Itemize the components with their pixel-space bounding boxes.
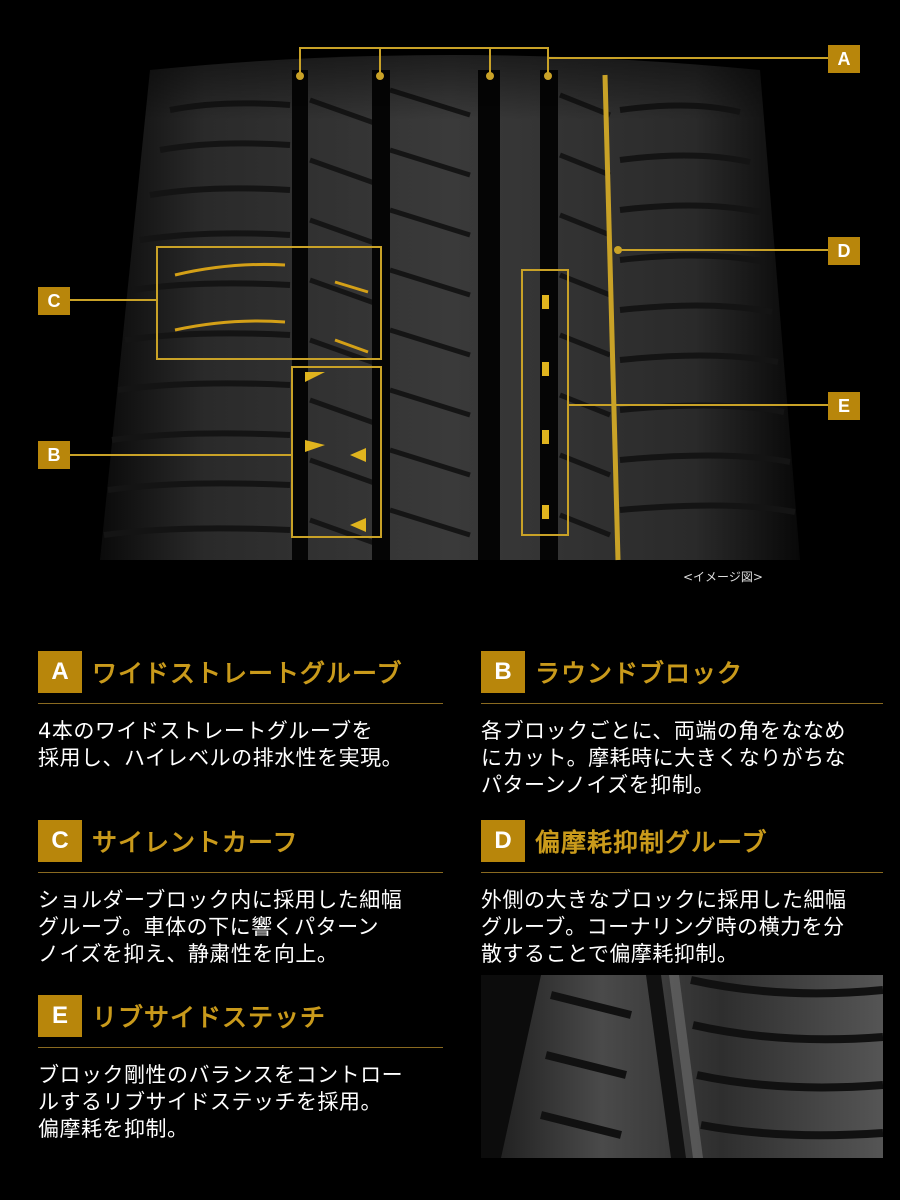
feature-b: B ラウンドブロック 各ブロックごとに、両端の角をななめ にカット。摩耗時に大き… xyxy=(481,651,883,799)
image-caption: <イメージ図> xyxy=(683,570,763,584)
feature-a-text: 4本のワイドストレートグルーブを 採用し、ハイレベルの排水性を実現。 xyxy=(38,719,404,770)
feature-d-title: 偏摩耗抑制グルーブ xyxy=(535,828,768,857)
badge-e: E xyxy=(38,995,82,1037)
divider xyxy=(481,872,883,873)
feature-d-text: 外側の大きなブロックに採用した細幅 グルーブ。コーナリング時の横力を分 散するこ… xyxy=(481,888,847,966)
divider xyxy=(38,872,443,873)
badge-a: A xyxy=(38,651,82,693)
feature-e-text: ブロック剛性のバランスをコントロー ルするリブサイドステッチを採用。 偏摩耗を抑… xyxy=(38,1063,404,1141)
feature-b-title: ラウンドブロック xyxy=(535,659,744,688)
feature-d: D 偏摩耗抑制グルーブ 外側の大きなブロックに採用した細幅 グルーブ。コーナリン… xyxy=(481,820,883,968)
divider xyxy=(38,703,443,704)
badge-d: D xyxy=(481,820,525,862)
divider xyxy=(481,703,883,704)
badge-b: B xyxy=(481,651,525,693)
tire-tread-illustration: A D C E B <イメージ図> xyxy=(0,0,900,600)
feature-a-title: ワイドストレートグルーブ xyxy=(92,659,403,688)
feature-c-title: サイレントカーフ xyxy=(92,828,299,857)
tread-detail-image xyxy=(481,975,883,1158)
badge-c: C xyxy=(38,820,82,862)
feature-e-title: リブサイドステッチ xyxy=(92,1003,327,1032)
marker-d: D xyxy=(828,237,860,265)
marker-a: A xyxy=(828,45,860,73)
feature-c: C サイレントカーフ ショルダーブロック内に採用した細幅 グルーブ。車体の下に響… xyxy=(38,820,443,968)
feature-a: A ワイドストレートグルーブ 4本のワイドストレートグルーブを 採用し、ハイレベ… xyxy=(38,651,443,772)
feature-b-text: 各ブロックごとに、両端の角をななめ にカット。摩耗時に大きくなりがちな パターン… xyxy=(481,719,847,797)
marker-c: C xyxy=(38,287,70,315)
divider xyxy=(38,1047,443,1048)
tread-detail-photo xyxy=(481,975,883,1158)
marker-b: B xyxy=(38,441,70,469)
marker-e: E xyxy=(828,392,860,420)
tire-tread-image xyxy=(0,0,900,600)
feature-e: E リブサイドステッチ ブロック剛性のバランスをコントロー ルするリブサイドステ… xyxy=(38,995,443,1143)
feature-c-text: ショルダーブロック内に採用した細幅 グルーブ。車体の下に響くパターン ノイズを抑… xyxy=(38,888,403,966)
